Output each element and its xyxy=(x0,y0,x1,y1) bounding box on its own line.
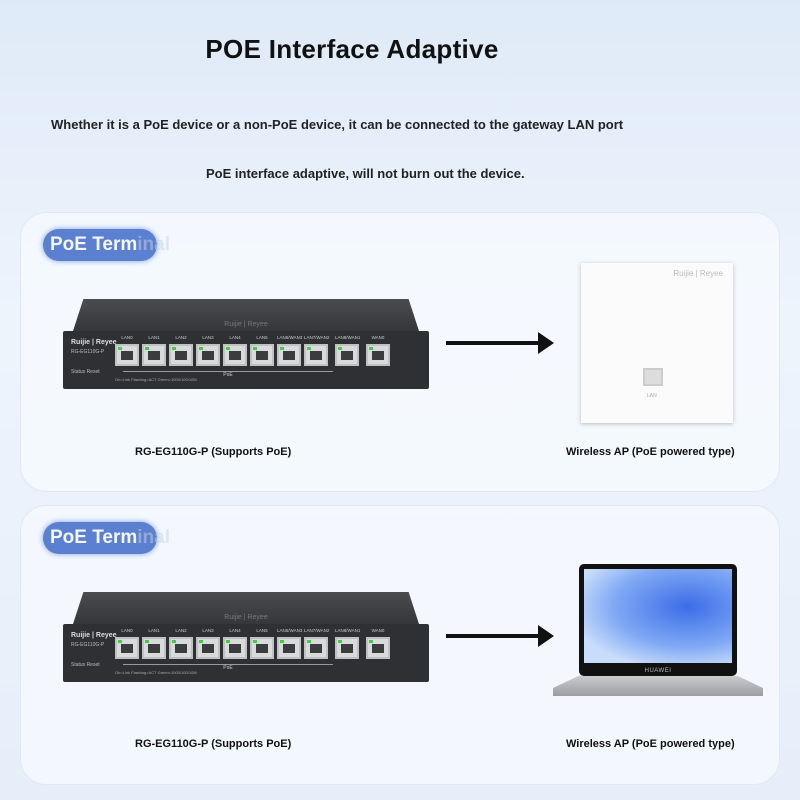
port-label: LAN3 xyxy=(202,628,214,633)
rj45-jack xyxy=(196,637,220,659)
rj45-jack xyxy=(335,637,359,659)
rj45-jack xyxy=(142,637,166,659)
ethernet-port: LAN5 xyxy=(250,628,274,659)
rj45-jack xyxy=(169,344,193,366)
section-badge xyxy=(43,522,157,554)
ethernet-port: LAN8/WAN1 xyxy=(335,335,361,366)
port-label: LAN7/WAN2 xyxy=(304,628,330,633)
ethernet-port: LAN4 xyxy=(223,335,247,366)
subtitle-1: Whether it is a PoE device or a non-PoE … xyxy=(51,117,624,132)
laptop-image: HUAWEI xyxy=(553,564,763,696)
rj45-jack xyxy=(169,637,193,659)
poe-label: PoE xyxy=(123,664,333,671)
port-label: LAN6/WAN3 xyxy=(277,628,303,633)
port-label: LAN0 xyxy=(121,628,133,633)
section-badge-label: PoE Terminal xyxy=(50,527,171,548)
router-model: RG-EG110G-P xyxy=(71,349,105,355)
rj45-jack xyxy=(335,344,359,366)
arrow-right-icon xyxy=(446,332,554,354)
ethernet-port: LAN6/WAN3 xyxy=(277,335,303,366)
section-badge xyxy=(43,229,157,261)
device-caption: Wireless AP (PoE powered type) xyxy=(566,738,735,750)
device-caption: Wireless AP (PoE powered type) xyxy=(566,446,735,458)
ethernet-port: LAN6/WAN3 xyxy=(277,628,303,659)
rj45-jack xyxy=(277,344,301,366)
port-label: LAN4 xyxy=(229,628,241,633)
router-model: RG-EG110G-P xyxy=(71,642,105,648)
rj45-jack xyxy=(115,344,139,366)
page-title: POE Interface Adaptive xyxy=(205,34,499,64)
led-legend: On=Link Flashing=ACT Green=1000/100/10M xyxy=(115,377,197,382)
port-label: LAN5 xyxy=(256,628,268,633)
port-label: LAN7/WAN2 xyxy=(304,335,330,340)
rj45-jack xyxy=(115,637,139,659)
rj45-jack xyxy=(366,637,390,659)
router-buttons: Status Reset xyxy=(71,662,100,668)
ethernet-port: LAN7/WAN2 xyxy=(304,335,330,366)
rj45-jack xyxy=(304,637,328,659)
ethernet-port: LAN0 xyxy=(115,628,139,659)
router-brand: Ruijie | Reyee xyxy=(71,339,117,346)
laptop-base xyxy=(553,676,763,696)
ethernet-port: LAN1 xyxy=(142,628,166,659)
port-label: LAN1 xyxy=(148,628,160,633)
top-brand: Ruijie | Reyee xyxy=(224,321,268,328)
port-label: LAN2 xyxy=(175,628,187,633)
port-label: WAN0 xyxy=(371,628,385,633)
subtitle-2: PoE interface adaptive, will not burn ou… xyxy=(206,166,525,181)
rj45-jack xyxy=(304,344,328,366)
router-caption: RG-EG110G-P (Supports PoE) xyxy=(135,738,292,750)
port-label: WAN0 xyxy=(371,335,385,340)
ethernet-port: LAN5 xyxy=(250,335,274,366)
section-badge-label: PoE Terminal xyxy=(50,234,171,255)
rj45-jack xyxy=(366,344,390,366)
rj45-jack xyxy=(250,344,274,366)
rj45-jack xyxy=(250,637,274,659)
laptop-brand: HUAWEI xyxy=(644,668,672,674)
router-caption: RG-EG110G-P (Supports PoE) xyxy=(135,446,292,458)
ap-brand: Ruijie | Reyee xyxy=(673,269,723,278)
ap-port-label: LAN xyxy=(647,393,657,399)
port-label: LAN8/WAN1 xyxy=(335,335,361,340)
rj45-jack xyxy=(196,344,220,366)
rj45-jack xyxy=(223,344,247,366)
ethernet-port: LAN2 xyxy=(169,335,193,366)
ethernet-port: WAN0 xyxy=(366,335,390,366)
ethernet-port: LAN1 xyxy=(142,335,166,366)
led-legend: On=Link Flashing=ACT Green=1000/100/10M xyxy=(115,670,197,675)
port-label: LAN8/WAN1 xyxy=(335,628,361,633)
ethernet-port: LAN0 xyxy=(115,335,139,366)
poe-label: PoE xyxy=(123,371,333,378)
ethernet-port: LAN7/WAN2 xyxy=(304,628,330,659)
ap-lan-port xyxy=(643,368,663,386)
rj45-jack xyxy=(142,344,166,366)
port-label: LAN1 xyxy=(148,335,160,340)
port-label: LAN5 xyxy=(256,335,268,340)
laptop-screen: HUAWEI xyxy=(579,564,737,676)
wireless-ap-image: Ruijie | Reyee LAN xyxy=(581,263,733,423)
ethernet-port: LAN2 xyxy=(169,628,193,659)
port-label: LAN6/WAN3 xyxy=(277,335,303,340)
ethernet-port: LAN3 xyxy=(196,335,220,366)
port-label: LAN2 xyxy=(175,335,187,340)
ethernet-port: LAN8/WAN1 xyxy=(335,628,361,659)
port-label: LAN0 xyxy=(121,335,133,340)
router-brand: Ruijie | Reyee xyxy=(71,632,117,639)
port-label: LAN4 xyxy=(229,335,241,340)
ethernet-port: LAN3 xyxy=(196,628,220,659)
rj45-jack xyxy=(223,637,247,659)
router-buttons: Status Reset xyxy=(71,369,100,375)
rj45-jack xyxy=(277,637,301,659)
top-brand: Ruijie | Reyee xyxy=(224,614,268,621)
port-label: LAN3 xyxy=(202,335,214,340)
arrow-right-icon xyxy=(446,625,554,647)
ethernet-port: WAN0 xyxy=(366,628,390,659)
ethernet-port: LAN4 xyxy=(223,628,247,659)
